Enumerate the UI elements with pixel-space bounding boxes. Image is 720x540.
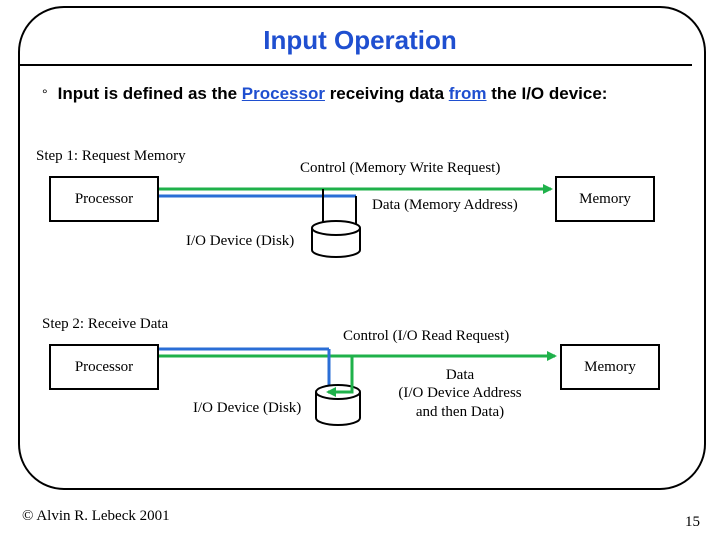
bullet-prefix: Input is defined as the bbox=[57, 84, 242, 103]
bullet-middle: receiving data bbox=[324, 84, 449, 103]
step2-label: Step 2: Receive Data bbox=[42, 316, 169, 332]
copyright-text: © Alvin R. Lebeck 2001 bbox=[22, 508, 170, 524]
bullet-highlight-processor: Processor bbox=[241, 84, 325, 103]
step2-control-label: Control (I/O Read Request) bbox=[343, 328, 510, 344]
step1-data-label: Data (Memory Address) bbox=[372, 197, 518, 213]
step1-disk-icon bbox=[311, 220, 361, 258]
page-number: 15 bbox=[685, 514, 700, 530]
step1-memory-box: Memory bbox=[555, 176, 655, 222]
step2-data-label-line3: and then Data) bbox=[415, 404, 505, 420]
step2-data-label-line1: Data bbox=[445, 367, 475, 383]
step2-device-label: I/O Device (Disk) bbox=[193, 400, 302, 416]
bullet-highlight-from: from bbox=[448, 84, 487, 103]
step1-device-label: I/O Device (Disk) bbox=[186, 233, 295, 249]
step2-data-label-line2: (I/O Device Address bbox=[398, 385, 522, 401]
title-divider bbox=[20, 64, 692, 66]
slide-title: Input Operation bbox=[263, 25, 457, 55]
step1-processor-label: Processor bbox=[74, 191, 134, 207]
step2-processor-label: Processor bbox=[74, 359, 134, 375]
step1-label: Step 1: Request Memory bbox=[36, 148, 186, 164]
bullet-marker-icon: ° bbox=[42, 86, 48, 102]
step1-memory-label: Memory bbox=[579, 191, 631, 207]
slide-frame bbox=[18, 6, 706, 490]
bullet-suffix: the I/O device: bbox=[486, 84, 608, 103]
step2-memory-box: Memory bbox=[560, 344, 660, 390]
step1-control-label: Control (Memory Write Request) bbox=[300, 160, 501, 176]
bullet-text: ° Input is defined as the Processor recei… bbox=[42, 84, 607, 104]
step2-data-arrow bbox=[326, 378, 354, 397]
step1-processor-box: Processor bbox=[49, 176, 159, 222]
step2-memory-label: Memory bbox=[584, 359, 636, 375]
step2-processor-box: Processor bbox=[49, 344, 159, 390]
